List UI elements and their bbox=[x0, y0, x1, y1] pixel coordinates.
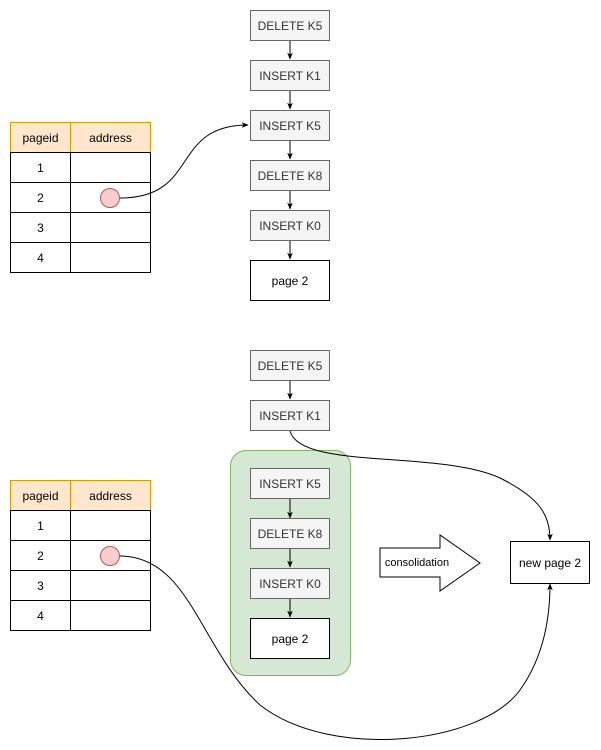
table-cell-pageid: 4 bbox=[10, 242, 71, 273]
address-pointer-dot bbox=[100, 188, 120, 208]
delta-record: DELETE K8 bbox=[250, 160, 330, 191]
table-cell-pageid: 3 bbox=[10, 570, 71, 601]
table-cell-address bbox=[70, 212, 151, 243]
table-cell-address bbox=[70, 600, 151, 631]
table-cell-pageid: 1 bbox=[10, 152, 71, 183]
table-cell-address bbox=[70, 510, 151, 541]
delta-record: INSERT K1 bbox=[250, 400, 330, 431]
delta-record: INSERT K5 bbox=[250, 468, 330, 499]
pointer-arrow-top bbox=[119, 122, 249, 199]
pointer-arrow-bottom bbox=[119, 555, 553, 740]
table-cell-address bbox=[70, 242, 151, 273]
consolidation-label: consolidation bbox=[384, 557, 450, 569]
delta-record: DELETE K8 bbox=[250, 518, 330, 549]
base-page: page 2 bbox=[250, 618, 330, 659]
delta-record: INSERT K0 bbox=[250, 568, 330, 599]
delta-record: INSERT K5 bbox=[250, 110, 330, 141]
delta-record: DELETE K5 bbox=[250, 10, 330, 41]
column-header-address: address bbox=[70, 480, 151, 511]
delta-record: INSERT K0 bbox=[250, 210, 330, 241]
base-page: page 2 bbox=[250, 260, 330, 301]
consolidation-arrow bbox=[379, 534, 481, 592]
column-header-pageid: pageid bbox=[10, 480, 71, 511]
delta-record: INSERT K1 bbox=[250, 60, 330, 91]
column-header-pageid: pageid bbox=[10, 122, 71, 153]
new-page: new page 2 bbox=[510, 541, 590, 584]
link-to-new-page bbox=[289, 430, 553, 541]
delta-record: DELETE K5 bbox=[250, 350, 330, 381]
address-pointer-dot bbox=[100, 546, 120, 566]
